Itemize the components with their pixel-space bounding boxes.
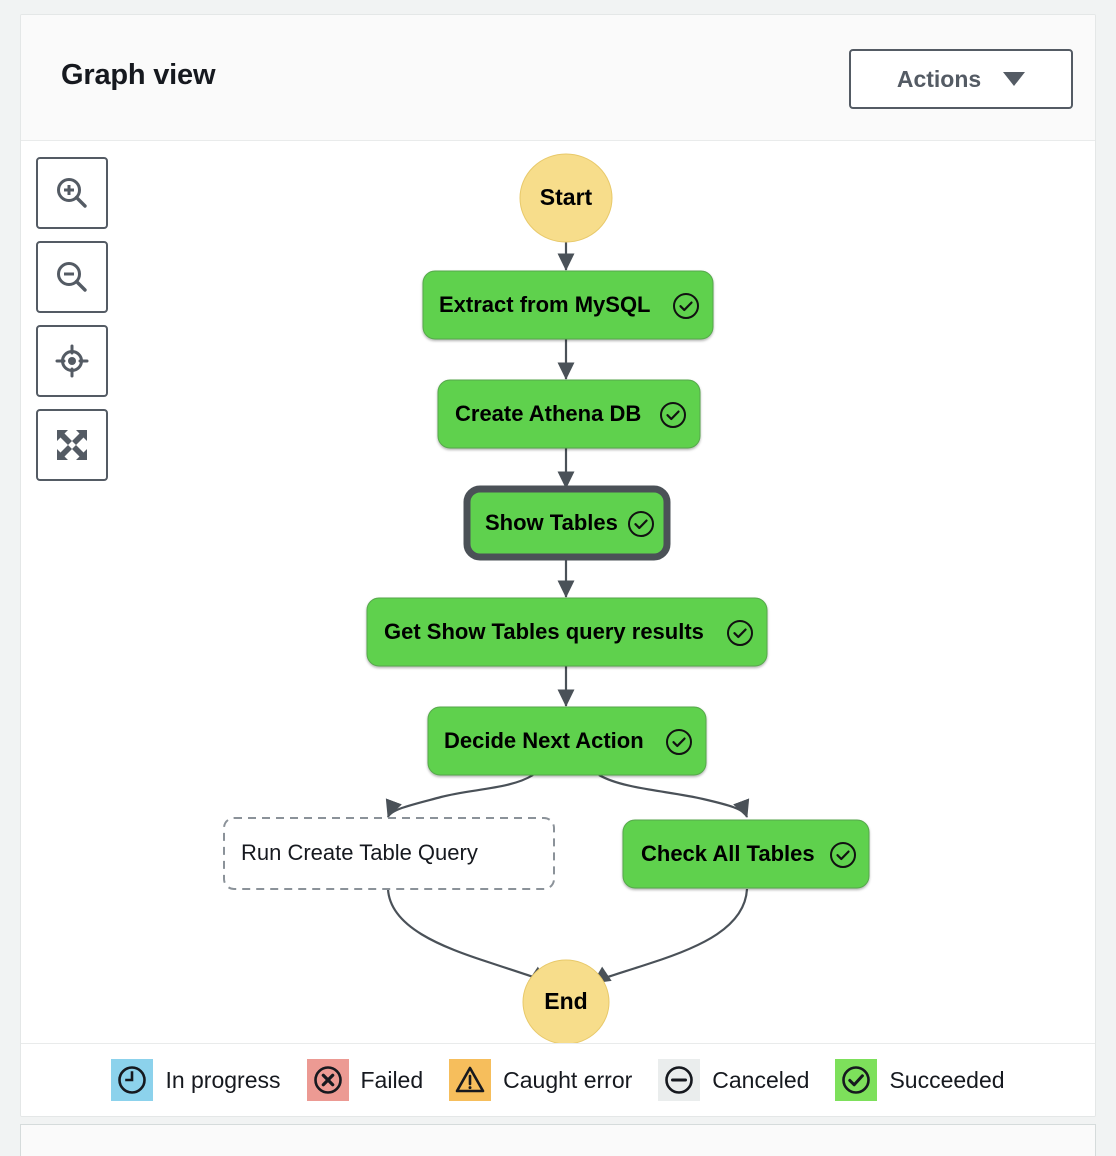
end-node-label: End: [544, 988, 587, 1014]
check-all-tables-node-label: Check All Tables: [641, 841, 815, 866]
page-title: Graph view: [61, 59, 216, 91]
edge-check-all-tables-to-end: [592, 888, 749, 984]
chevron-down-icon: [1003, 72, 1026, 86]
check-circle-icon: [727, 620, 753, 646]
graph-zoom-toolbar: [36, 157, 108, 481]
zoom-out-icon: [57, 262, 87, 292]
crosshair-target-icon: [55, 344, 89, 378]
extract-node-shape: [422, 270, 714, 340]
show-tables-node-label: Show Tables: [485, 510, 618, 535]
run-create-table-query-node-label: Run Create Table Query: [241, 840, 478, 865]
in-progress-swatch: [111, 1059, 154, 1101]
lower-panel: [20, 1124, 1096, 1156]
graph-node-start[interactable]: Start: [519, 153, 613, 243]
extract-node-label: Extract from MySQL: [439, 292, 651, 317]
graph-node-extract-from-mysql[interactable]: Extract from MySQL: [422, 270, 714, 340]
check-circle-icon: [660, 402, 686, 428]
minus-circle-icon: [665, 1066, 694, 1094]
legend-label-succeeded: Succeeded: [889, 1066, 1005, 1093]
succeeded-swatch: [835, 1059, 878, 1101]
run-create-table-query-node-shape: [223, 817, 555, 890]
graph-node-create-athena-db[interactable]: Create Athena DB: [437, 379, 701, 449]
zoom-in-button[interactable]: [36, 157, 108, 229]
graph-node-show-tables[interactable]: Show Tables: [463, 485, 671, 561]
graph-node-end[interactable]: End: [522, 959, 610, 1043]
zoom-out-button[interactable]: [36, 241, 108, 313]
graph-node-check-all-tables[interactable]: Check All Tables: [622, 819, 870, 889]
start-node-shape: [519, 153, 613, 243]
legend-item-in-progress: In progress: [111, 1059, 281, 1101]
graph-node-run-create-table-query[interactable]: Run Create Table Query: [223, 817, 555, 890]
start-node-label: Start: [540, 184, 593, 210]
workflow-graph[interactable]: Start Extract from MySQL Create Athena D…: [21, 141, 1095, 1043]
check-circle-icon: [628, 511, 654, 537]
graph-node-get-show-tables-query-results[interactable]: Get Show Tables query results: [366, 597, 768, 667]
get-results-node-label: Get Show Tables query results: [384, 619, 704, 644]
legend-label-caught-error: Caught error: [503, 1066, 633, 1093]
caught-error-swatch: [449, 1059, 492, 1101]
center-graph-button[interactable]: [36, 325, 108, 397]
check-all-tables-node-shape: [622, 819, 870, 889]
show-tables-node-shape: [463, 485, 671, 561]
failed-swatch: [306, 1059, 349, 1101]
x-circle-icon: [313, 1066, 342, 1094]
actions-button-label: Actions: [896, 65, 982, 92]
card-header: Graph view Actions: [21, 15, 1095, 141]
create-athena-db-node-shape: [437, 379, 701, 449]
graph-node-decide-next-action[interactable]: Decide Next Action: [427, 706, 707, 776]
clock-icon: [118, 1066, 147, 1094]
canceled-swatch: [658, 1059, 701, 1101]
end-node-shape: [522, 959, 610, 1043]
check-circle-icon: [666, 729, 692, 755]
decide-node-shape: [427, 706, 707, 776]
legend-label-in-progress: In progress: [165, 1066, 281, 1093]
graph-view-card: Graph view Actions: [20, 14, 1096, 1117]
legend-item-caught-error: Caught error: [449, 1059, 632, 1101]
check-circle-icon: [673, 293, 699, 319]
create-athena-db-node-label: Create Athena DB: [455, 401, 641, 426]
graph-status-legend: In progress Failed Caught error: [21, 1043, 1095, 1116]
fit-to-screen-button[interactable]: [36, 409, 108, 481]
edge-decide-to-run-create-table-query: [385, 774, 534, 818]
check-circle-icon: [842, 1066, 871, 1094]
legend-item-succeeded: Succeeded: [835, 1059, 1005, 1101]
check-circle-icon: [830, 842, 856, 868]
legend-item-failed: Failed: [306, 1059, 424, 1101]
edge-run-create-table-query-to-end: [386, 888, 548, 984]
warning-triangle-icon: [455, 1066, 485, 1093]
decide-node-label: Decide Next Action: [444, 728, 644, 753]
actions-button[interactable]: Actions: [849, 49, 1073, 109]
edge-decide-to-check-all-tables: [598, 774, 750, 818]
legend-label-failed: Failed: [360, 1066, 424, 1093]
get-results-node-shape: [366, 597, 768, 667]
graph-canvas[interactable]: Start Extract from MySQL Create Athena D…: [21, 141, 1095, 1043]
expand-arrows-icon: [57, 430, 87, 460]
legend-item-canceled: Canceled: [658, 1059, 809, 1101]
zoom-in-icon: [57, 178, 87, 208]
legend-label-canceled: Canceled: [712, 1066, 810, 1093]
